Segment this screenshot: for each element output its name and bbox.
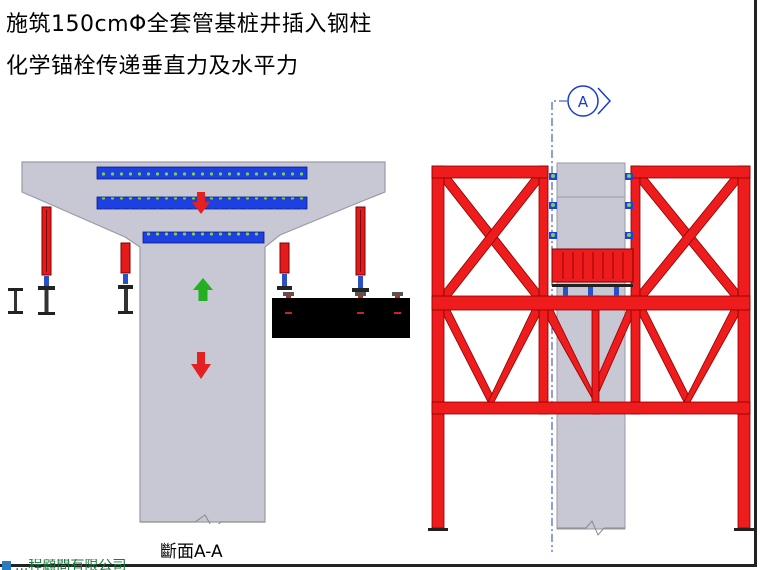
brace-lower-4 — [598, 309, 632, 393]
pier-section-left — [0, 161, 410, 534]
frame-low-beam — [431, 401, 751, 415]
jack-left-outer — [38, 206, 55, 315]
red-down-arrow-icon — [192, 192, 210, 214]
section-label: 斷面A-A — [160, 542, 223, 562]
steel-beam-black — [272, 298, 410, 338]
section-marker-label: A — [578, 93, 589, 111]
brace-lower-6 — [683, 309, 739, 403]
brace-lower-5 — [639, 309, 691, 403]
break-line-left — [140, 514, 265, 530]
pier-cap-concrete — [21, 161, 386, 523]
brace-lower-3 — [547, 309, 593, 400]
side-anchor-bolts — [549, 173, 633, 239]
brace-upper-left-2 — [443, 177, 540, 297]
frame-top-beam-right — [630, 165, 751, 179]
jack-right-outer — [352, 206, 369, 292]
brace-lower-2 — [487, 309, 540, 403]
footer-company: ...程顧問有限公司 — [0, 559, 300, 570]
red-down-arrow-icon — [191, 352, 211, 379]
section-marker-icon: A — [567, 85, 612, 117]
frame-post-outer-right — [737, 165, 751, 529]
brace-upper-right-2 — [639, 177, 739, 297]
green-up-arrow-icon — [193, 278, 213, 301]
anchor-bolt-row-3 — [142, 231, 265, 244]
steel-bracket-block — [551, 248, 634, 296]
jack-right-inner — [277, 242, 292, 290]
steel-frame-right: A — [428, 85, 754, 552]
company-logo-icon — [2, 561, 11, 570]
footer-text: ...程顧問有限公司 — [15, 559, 127, 570]
frame-top-beam-left — [431, 165, 549, 179]
i-beam-icon — [8, 288, 23, 314]
frame-mid-beam — [431, 295, 751, 311]
title-line-1: 施筑150cmΦ全套管基桩井插入钢柱 — [6, 12, 372, 37]
mask — [0, 524, 300, 534]
frame-post-mid-left — [591, 295, 600, 415]
frame-post-inner-left — [538, 165, 549, 415]
anchor-bolt-row-1 — [96, 166, 308, 180]
brace-lower-1 — [443, 309, 495, 403]
beam-bolts — [283, 292, 403, 314]
title-line-2: 化学锚栓传递垂直力及水平力 — [6, 54, 299, 79]
jack-left-inner — [118, 242, 133, 314]
frame-post-outer-left — [431, 165, 445, 529]
